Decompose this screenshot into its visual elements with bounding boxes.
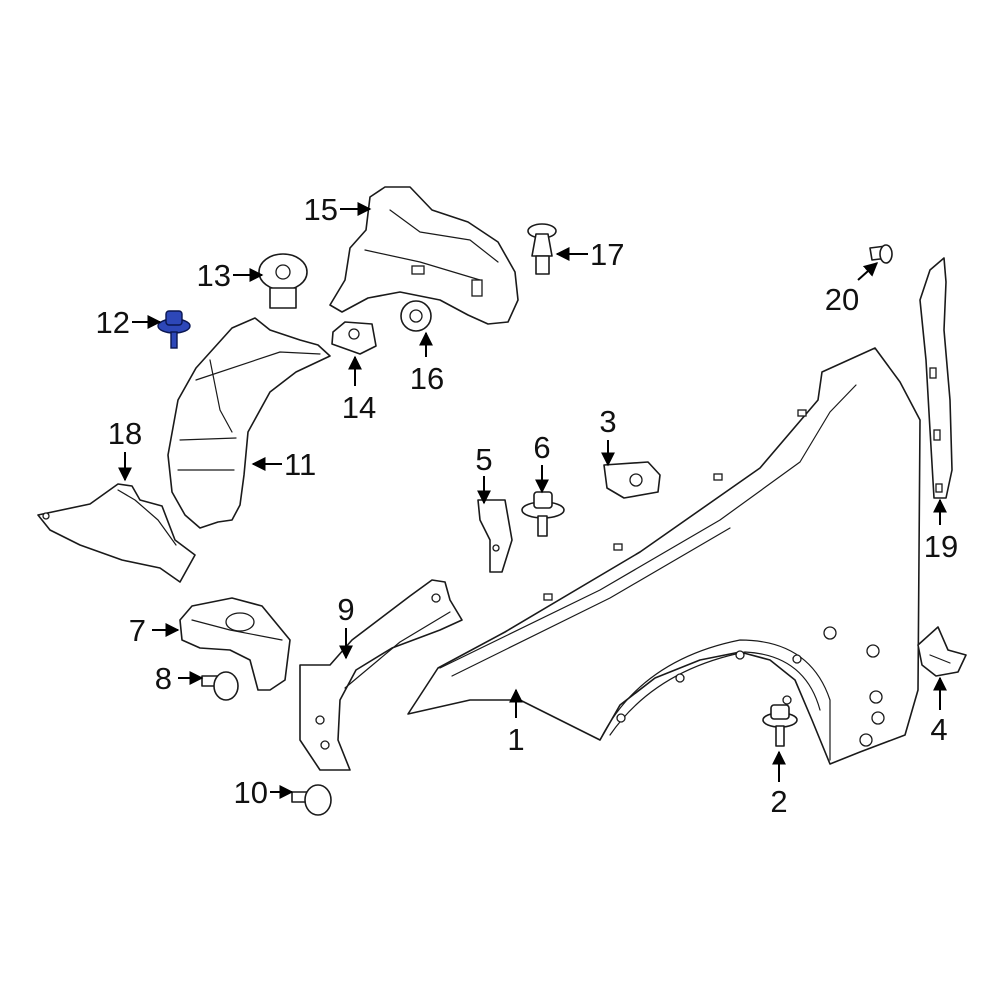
part-8-bolt[interactable] (201, 671, 239, 701)
callout-12: 12 (96, 305, 130, 340)
part-7-bracket[interactable] (179, 597, 291, 691)
callout-8: 8 (155, 661, 172, 696)
callout-7: 7 (129, 613, 146, 648)
callout-labels: 1 2 3 4 5 6 7 8 9 10 11 12 13 14 15 16 1… (96, 192, 959, 819)
part-5-bracket[interactable] (477, 499, 513, 573)
part-12-bolt-highlighted[interactable] (157, 310, 191, 349)
callout-16: 16 (410, 361, 444, 396)
callout-13: 13 (197, 258, 231, 293)
part-10-bolt[interactable] (291, 784, 332, 816)
callout-20: 20 (825, 282, 859, 317)
part-15-splash-shield[interactable] (329, 186, 519, 325)
part-18-underbody-panel[interactable] (37, 483, 196, 583)
part-17-push-pin[interactable] (527, 223, 557, 275)
part-3-clip-nut[interactable] (603, 461, 661, 499)
callout-11: 11 (284, 447, 316, 482)
callout-1: 1 (507, 722, 524, 757)
callout-6: 6 (533, 430, 550, 465)
part-19-fender-seal[interactable] (919, 257, 953, 499)
leader-arrows (118, 202, 947, 799)
part-1-fender[interactable] (407, 347, 921, 765)
part-2-bolt[interactable] (762, 704, 798, 747)
leader-20 (857, 262, 879, 281)
callout-2: 2 (770, 784, 787, 819)
callout-10: 10 (234, 775, 268, 810)
part-13-clip[interactable] (258, 253, 308, 309)
part-16-nut[interactable] (400, 300, 432, 332)
callout-4: 4 (930, 712, 947, 747)
part-14-clip-nut[interactable] (331, 321, 377, 355)
callout-3: 3 (599, 404, 616, 439)
part-6-bolt[interactable] (521, 491, 565, 537)
callout-15: 15 (304, 192, 338, 227)
callout-17: 17 (590, 237, 624, 272)
callout-18: 18 (108, 416, 142, 451)
part-11-wheel-arch-liner[interactable] (167, 317, 331, 529)
callout-14: 14 (342, 390, 376, 425)
part-20-bolt[interactable] (869, 244, 893, 264)
callout-19: 19 (924, 529, 958, 564)
callout-9: 9 (337, 592, 354, 627)
callout-5: 5 (475, 442, 492, 477)
part-4-bracket[interactable] (917, 626, 967, 677)
part-9-support-bracket[interactable] (299, 579, 463, 771)
